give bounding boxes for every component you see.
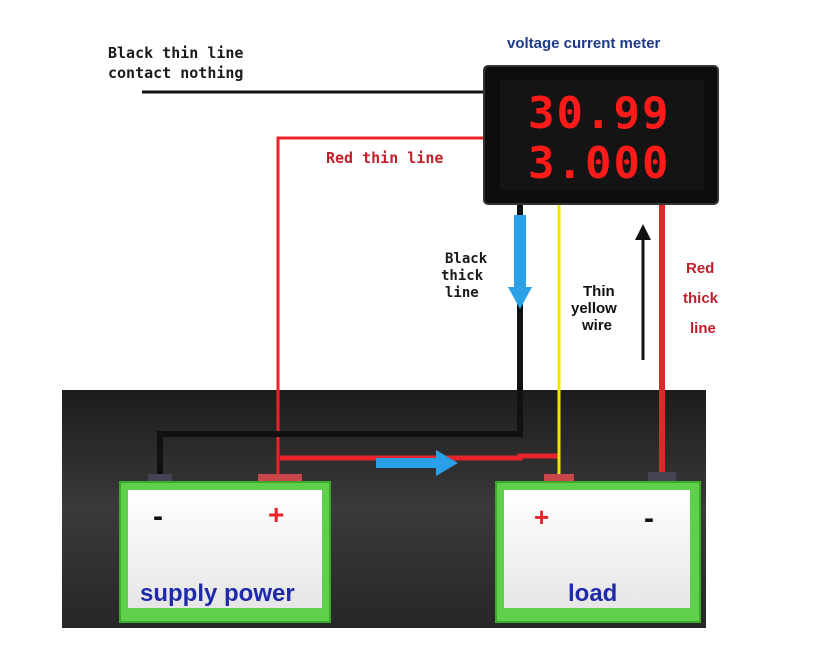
label-black-thin-2: contact nothing bbox=[108, 64, 243, 82]
blue-arrow-right bbox=[376, 450, 458, 476]
supply-battery: - + supply power bbox=[119, 474, 331, 623]
label-black-thick-3: line bbox=[445, 285, 479, 301]
label-yellow-1: Thin bbox=[583, 283, 615, 300]
label-black-thick-1: Black bbox=[445, 251, 488, 267]
voltmeter-ammeter: 30.99 3.000 bbox=[483, 65, 719, 205]
supply-minus-sign: - bbox=[153, 500, 163, 533]
red-wire-supply-to-load bbox=[280, 453, 560, 461]
black-thick-wire bbox=[157, 205, 523, 478]
load-battery: + - load bbox=[495, 472, 701, 623]
red-thin-wire bbox=[276, 136, 490, 478]
label-black-thick-2: thick bbox=[441, 268, 484, 284]
label-red-thick-3: line bbox=[690, 320, 716, 337]
label-red-thick-2: thick bbox=[683, 290, 719, 307]
label-yellow-3: wire bbox=[581, 317, 612, 334]
blue-arrow-down bbox=[508, 215, 532, 309]
load-plus-sign: + bbox=[534, 502, 549, 532]
black-arrow-up bbox=[635, 224, 651, 360]
label-yellow-2: yellow bbox=[571, 300, 617, 317]
current-readout: 3.000 bbox=[528, 138, 670, 189]
label-black-thin-1: Black thin line bbox=[108, 44, 243, 62]
voltage-readout: 30.99 bbox=[528, 88, 670, 139]
label-red-thick-1: Red bbox=[686, 260, 714, 277]
label-red-thin: Red thin line bbox=[326, 149, 443, 167]
meter-title: voltage current meter bbox=[507, 35, 661, 52]
load-minus-sign: - bbox=[644, 502, 654, 535]
load-label: load bbox=[568, 580, 617, 607]
supply-plus-sign: + bbox=[268, 499, 284, 530]
supply-label: supply power bbox=[140, 580, 295, 607]
